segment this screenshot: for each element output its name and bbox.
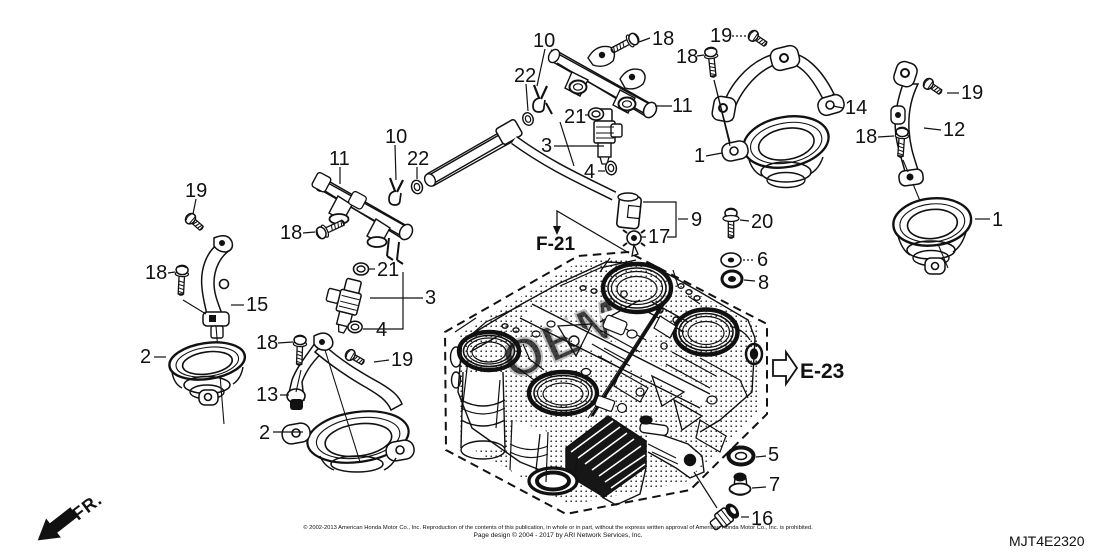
svg-text:21: 21 <box>564 106 586 128</box>
svg-text:3: 3 <box>541 135 552 157</box>
svg-text:11: 11 <box>672 95 693 117</box>
svg-text:F-21: F-21 <box>536 234 576 255</box>
svg-text:3: 3 <box>425 287 436 309</box>
svg-text:22: 22 <box>407 148 429 170</box>
svg-text:20: 20 <box>751 211 773 233</box>
svg-text:17: 17 <box>648 226 670 248</box>
svg-text:18: 18 <box>145 262 167 284</box>
svg-text:MJT4E2320: MJT4E2320 <box>1009 533 1085 549</box>
svg-text:5: 5 <box>768 444 779 466</box>
svg-text:18: 18 <box>855 126 877 148</box>
svg-text:1: 1 <box>694 145 705 167</box>
svg-text:15: 15 <box>246 294 268 316</box>
svg-text:18: 18 <box>652 28 674 50</box>
svg-text:19: 19 <box>961 82 983 104</box>
svg-text:8: 8 <box>758 272 769 294</box>
svg-text:18: 18 <box>256 332 278 354</box>
svg-text:E-23: E-23 <box>800 360 844 383</box>
svg-text:10: 10 <box>533 30 555 52</box>
svg-text:19: 19 <box>185 180 207 202</box>
svg-text:12: 12 <box>943 119 965 141</box>
svg-text:16: 16 <box>751 508 773 530</box>
svg-text:22: 22 <box>514 65 536 87</box>
svg-text:19: 19 <box>710 25 732 47</box>
svg-text:11: 11 <box>329 148 350 170</box>
svg-text:18: 18 <box>676 46 698 68</box>
svg-text:1: 1 <box>992 209 1003 231</box>
svg-text:7: 7 <box>769 474 780 496</box>
svg-text:14: 14 <box>845 97 867 119</box>
svg-text:4: 4 <box>584 161 595 183</box>
svg-text:19: 19 <box>391 349 413 371</box>
svg-text:10: 10 <box>385 126 407 148</box>
svg-text:18: 18 <box>280 222 302 244</box>
svg-text:4: 4 <box>376 319 387 341</box>
svg-text:2: 2 <box>140 346 151 368</box>
svg-text:21: 21 <box>377 259 399 281</box>
svg-text:2: 2 <box>259 422 270 444</box>
svg-text:13: 13 <box>256 384 278 406</box>
svg-text:© 2002-2013 American Honda Mot: © 2002-2013 American Honda Motor Co., In… <box>303 524 813 531</box>
svg-text:9: 9 <box>691 209 702 231</box>
svg-text:Page design © 2004 - 2017 by A: Page design © 2004 - 2017 by ARI Network… <box>473 531 642 539</box>
svg-text:6: 6 <box>757 249 768 271</box>
